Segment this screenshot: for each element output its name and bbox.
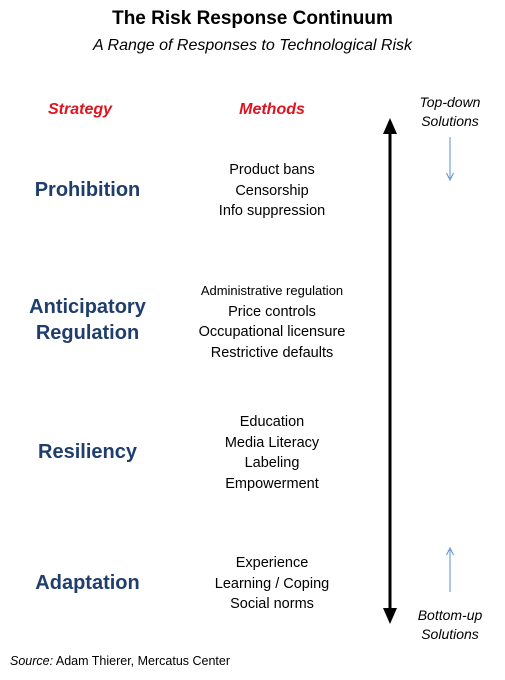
source-label: Source: xyxy=(10,654,54,668)
up-arrow-head xyxy=(446,546,454,556)
top-down-label: Top-down Solutions xyxy=(395,93,505,131)
strategy-label: Prohibition xyxy=(34,179,141,201)
method-item: Learning / Coping xyxy=(214,575,330,592)
method-item: Price controls xyxy=(228,303,316,320)
method-item: Labeling xyxy=(244,455,300,471)
methods-prohibition: Product bans Censorship Info suppression xyxy=(172,160,372,222)
top-down-label-line: Solutions xyxy=(421,113,479,129)
method-item: Education xyxy=(239,414,305,430)
methods-anticipatory-regulation: Administrative regulation Price controls… xyxy=(172,281,372,363)
method-item: Info suppression xyxy=(218,203,326,219)
method-item: Social norms xyxy=(230,596,314,612)
method-item: Administrative regulation xyxy=(200,283,344,298)
strategy-prohibition: Prohibition xyxy=(0,177,175,203)
method-item: Experience xyxy=(235,555,309,571)
method-item: Product bans xyxy=(229,162,315,178)
methods-adaptation: Experience Learning / Coping Social norm… xyxy=(172,553,372,615)
strategy-label: Anticipatory xyxy=(29,296,146,318)
diagram-title: The Risk Response Continuum xyxy=(112,8,393,29)
method-item: Restrictive defaults xyxy=(210,344,334,361)
down-arrow-head xyxy=(446,172,454,182)
bottom-up-label-line: Solutions xyxy=(421,626,479,642)
strategy-label: Resiliency xyxy=(38,441,137,463)
method-item: Media Literacy xyxy=(224,434,320,451)
source-note: Source: Adam Thierer, Mercatus Center xyxy=(10,654,230,668)
methods-resiliency: Education Media Literacy Labeling Empowe… xyxy=(172,412,372,494)
diagram-subtitle: A Range of Responses to Technological Ri… xyxy=(93,37,412,54)
strategy-label: Adaptation xyxy=(35,572,140,594)
top-down-label-line: Top-down xyxy=(419,94,481,110)
source-text: Adam Thierer, Mercatus Center xyxy=(53,654,231,668)
strategy-anticipatory-regulation: Anticipatory Regulation xyxy=(0,294,175,346)
method-item: Empowerment xyxy=(225,475,319,492)
method-item: Occupational licensure xyxy=(198,324,346,340)
strategy-label: Regulation xyxy=(35,322,140,344)
methods-column-header: Methods xyxy=(239,101,305,118)
strategy-column-header: Strategy xyxy=(47,101,113,118)
method-item: Censorship xyxy=(235,182,309,199)
strategy-resiliency: Resiliency xyxy=(0,439,175,465)
bottom-up-label: Bottom-up Solutions xyxy=(395,606,505,644)
strategy-adaptation: Adaptation xyxy=(0,570,175,596)
bottom-up-label-line: Bottom-up xyxy=(417,607,483,623)
